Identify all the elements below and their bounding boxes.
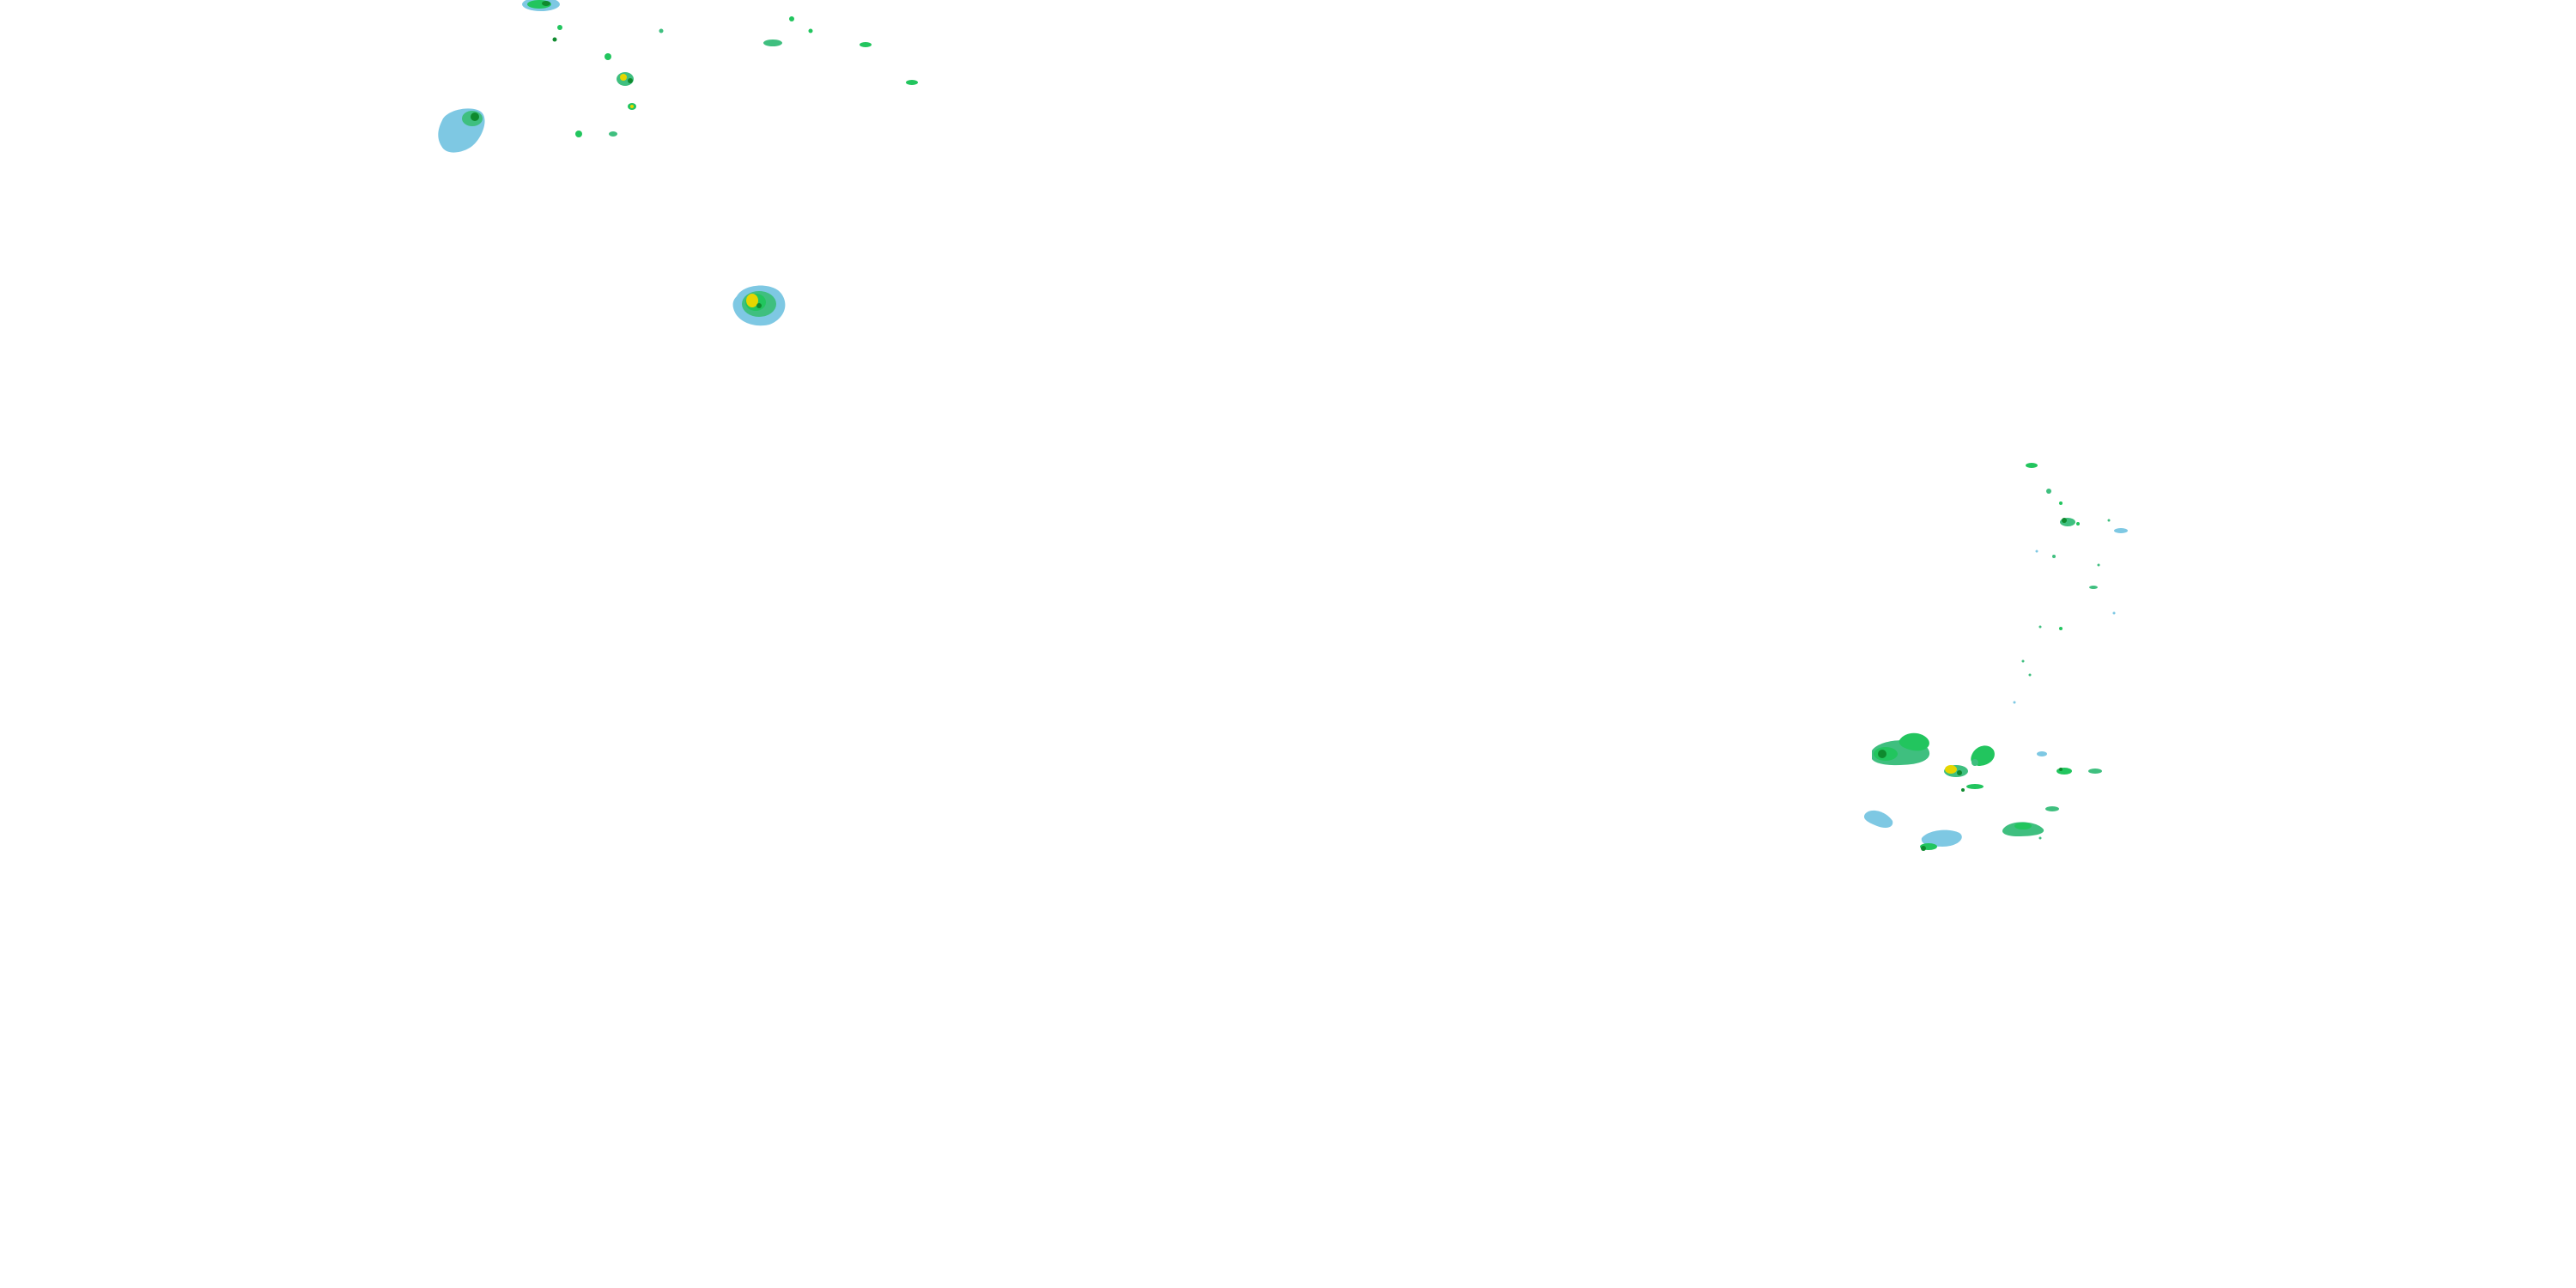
echo-cell-se-scattered-echoes	[2013, 463, 2128, 704]
echo-cell-nw-cell-round	[438, 108, 485, 153]
echo-cell-se-storm-cluster	[1863, 732, 2102, 851]
echo-cell-nw-cluster-a	[522, 0, 918, 137]
echo-cell-central-storm-cell	[732, 285, 786, 326]
